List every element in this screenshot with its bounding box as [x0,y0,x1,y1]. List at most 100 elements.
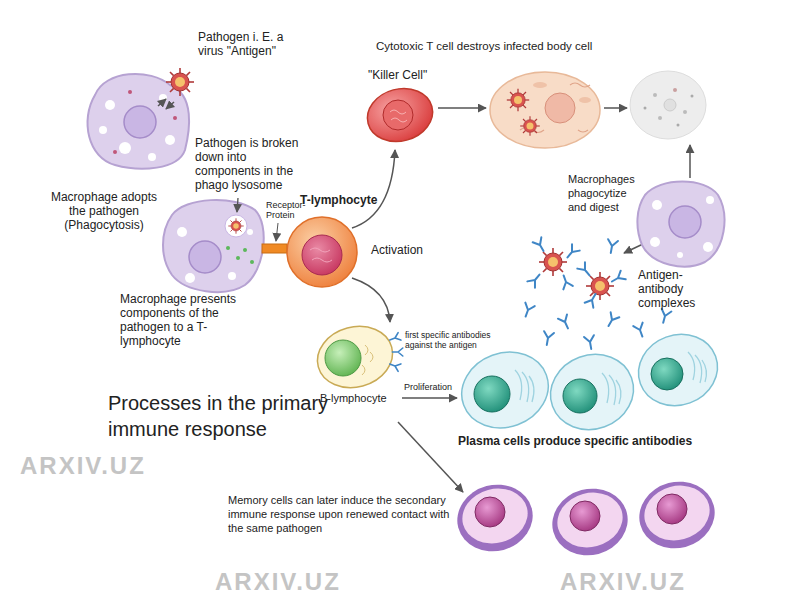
free-antibodies [558,314,573,330]
memory-cells [570,501,600,531]
infected-body-cell [490,72,600,148]
killer-t-cell [361,81,438,148]
pathogen-virus [166,68,194,96]
memory-cells [632,473,722,556]
presenting-macrophage [228,218,243,233]
t-lymphocyte-cell [287,217,357,287]
infected-body-cell [507,89,529,111]
presenting-macrophage [177,227,187,237]
infected-body-cell [545,93,575,123]
b-lymphocyte-cell [392,348,402,356]
arrow-label: Activation [371,243,423,257]
leader-arrow [237,198,238,212]
macrophage-cell [99,126,107,134]
antigen-antibody-complexes [586,272,614,300]
macrophage-cell [148,153,156,161]
presenting-macrophage [228,272,236,280]
t-lymphocyte-cell [302,235,342,275]
watermark: ARXIV.UZ [215,568,341,596]
free-antibodies [658,309,671,324]
plasma-cells [563,379,597,413]
antigen-antibody-complexes [527,237,625,307]
infected-body-cell [579,97,591,103]
annotation-text: Pathogen i. E. a virus "Antigen" [198,30,290,58]
cell-label: "Killer Cell" [368,68,427,82]
macrophage-cell [677,252,683,258]
annotation-text: Pathogen is broken down into components … [195,136,299,192]
antigen-antibody-complexes [577,262,593,278]
activation-arrows [352,278,390,322]
process-arrows [402,397,457,399]
macrophage-cell [706,196,714,204]
destroyed-cell [630,71,706,139]
macrophage-cell [124,106,156,138]
memory-cells [450,473,722,563]
b-lymphocyte-cell [362,345,373,375]
process-arrows [438,107,486,109]
memory-cells [657,494,687,524]
destroyed-cell [673,88,677,92]
annotation-text: first specific antibodies against the an… [405,330,505,350]
annotation-text: Antigen- antibody complexes [638,268,710,310]
activation-arrows [352,150,395,322]
killer-t-cell [361,81,438,148]
b-lymphocyte-cell [325,340,361,376]
annotation-text: Memory cells can later induce the second… [228,493,462,535]
arrow-label: Proliferation [404,382,452,393]
annotation-text: Macrophage adopts the pathogen (Phagocyt… [45,190,163,232]
presenting-macrophage [163,200,264,292]
macrophage-cell [165,135,175,145]
macrophage-cell [119,142,131,154]
memory-cells [450,476,540,559]
free-antibodies [521,303,535,319]
antigen-antibody-complexes [609,271,625,286]
presenting-macrophage [250,260,254,264]
receptor-protein [262,223,287,253]
destroyed-cell [691,95,694,98]
antigen-antibody-complexes [564,244,580,260]
process-arrows [398,422,463,492]
phagocytosis-arrows [158,99,174,109]
annotation-text: Macrophages phagocytize and digest [568,172,648,214]
memory-cells [551,485,629,554]
plasma-cells [651,358,683,390]
antigen-antibody-complexes [539,248,567,276]
macrophage-cell [650,237,660,247]
presenting-macrophage [236,256,240,260]
free-antibodies [584,335,596,350]
destroyed-cell [664,99,676,111]
watermark: ARXIV.UZ [20,452,146,480]
infected-body-cell [533,82,547,88]
macrophage-cell [113,150,117,154]
plasma-cells [515,370,534,402]
presenting-macrophage [225,215,247,237]
process-arrows [689,145,691,178]
free-antibodies [604,312,619,328]
macrophage-cell [173,116,177,120]
antigen-antibody-complexes [527,271,543,287]
process-arrows [624,244,643,253]
macrophage-cell [105,100,115,110]
macrophage-cell [652,200,662,210]
t-lymphocyte-cell [310,248,332,262]
plasma-cells [628,323,727,416]
killer-t-cell [383,100,413,130]
process-arrows [604,107,627,109]
destroyed-cell [630,71,706,139]
antigen-antibody-complexes [533,237,548,253]
plasma-cells [451,340,559,440]
memory-cells [638,478,716,547]
cell-label: T-lymphocyte [300,193,377,207]
t-lymphocyte-cell [287,217,357,287]
cell-label: B-lymphocyte [320,392,387,405]
b-lymphocyte-cell [388,333,401,344]
presenting-macrophage [243,248,247,252]
receptor-protein [262,244,287,253]
memory-cells [456,481,534,550]
annotation-text: Macrophage presents components of the pa… [120,292,252,348]
macrophage-cell [637,182,724,267]
killer-t-cell [390,110,407,122]
memory-cells [545,480,635,563]
destroyed-cell [683,110,687,114]
